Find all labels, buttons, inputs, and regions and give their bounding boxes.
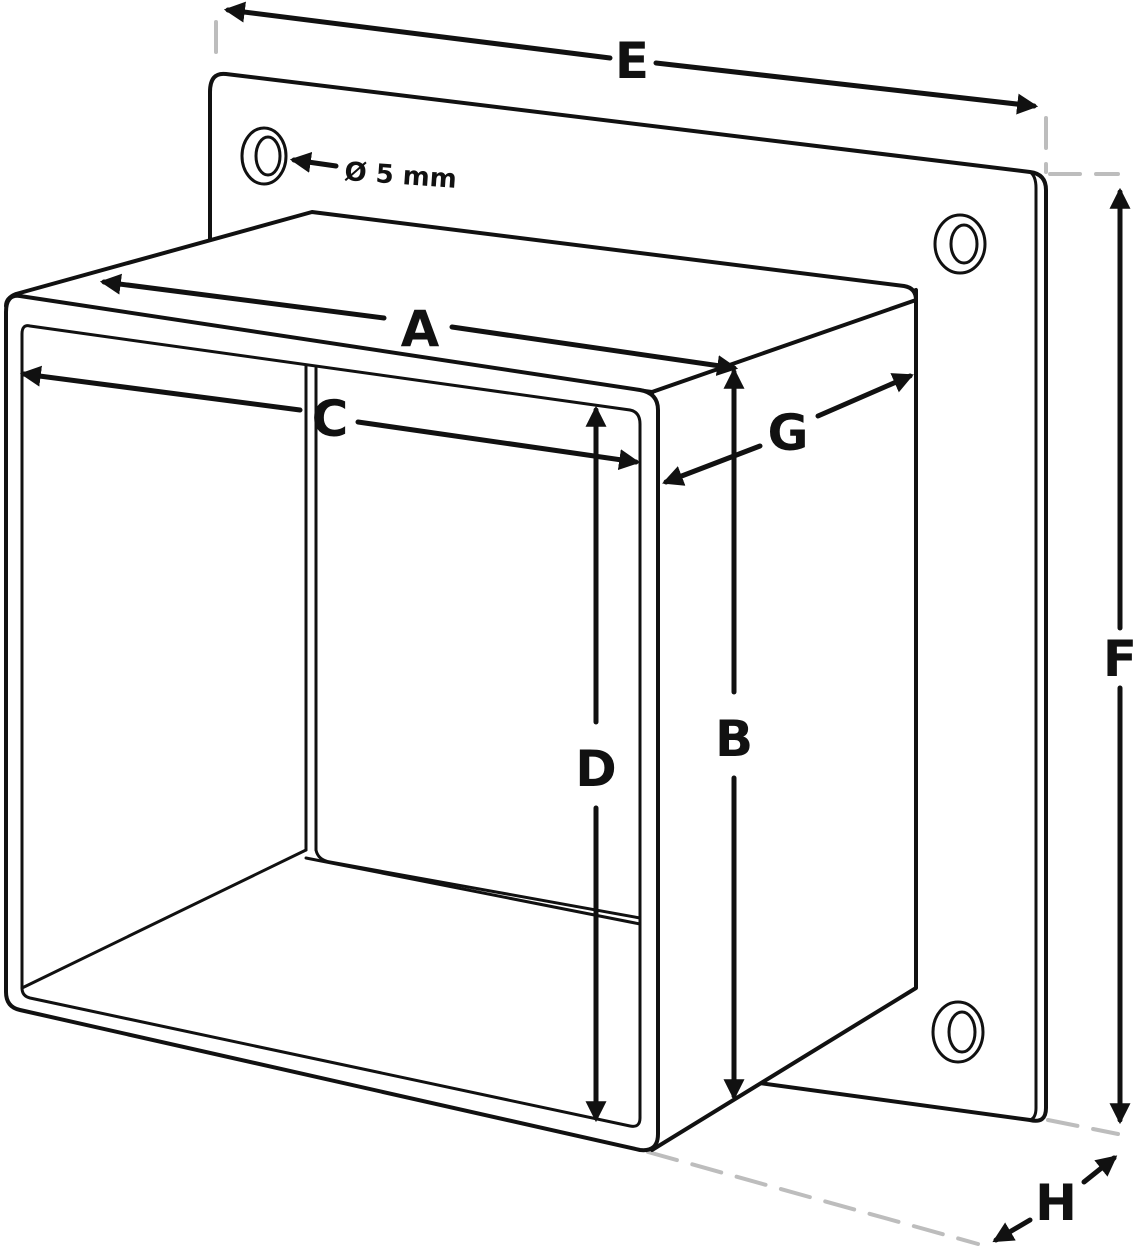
- mounting-hole-top-right: [933, 213, 987, 275]
- dimension-label-a: A: [401, 300, 440, 358]
- dimension-arrow-h-left: [992, 1217, 1033, 1243]
- dimension-label-c: C: [312, 390, 349, 448]
- dimension-arrow-g-left: [662, 443, 763, 486]
- dimension-label-f: F: [1103, 630, 1136, 688]
- tube-front-rim: [4, 293, 660, 1153]
- hole-callout-arrow: [289, 151, 339, 173]
- extension-line-h-bottom: [646, 1150, 980, 1246]
- plate-edge: [1028, 170, 1038, 1122]
- inner-floor-edge-left: [20, 848, 308, 990]
- dimension-arrows: [19, 1, 1131, 1243]
- tube-opening: [20, 324, 642, 1128]
- dimension-arrow-a-right: [449, 324, 739, 376]
- extension-line-f-bottom: [1046, 1118, 1120, 1136]
- dimension-arrow-a-left: [99, 273, 387, 321]
- dimension-label-b: B: [715, 710, 753, 768]
- mounting-hole-top-left: [240, 126, 288, 186]
- mounting-hole-bottom-right: [931, 1000, 985, 1064]
- dimension-arrow-h-right: [1081, 1155, 1118, 1185]
- dimension-label-d: D: [575, 740, 617, 798]
- dimension-label-h: H: [1035, 1174, 1077, 1232]
- dimension-label-e: E: [615, 32, 649, 90]
- dimension-label-g: G: [767, 404, 808, 462]
- dimension-labels: E F A C D B G H Ø 5 mm: [312, 32, 1136, 1232]
- square-tube: [4, 210, 918, 1153]
- dimension-arrow-c-right: [355, 419, 641, 471]
- extension-lines: [214, 20, 1120, 1246]
- inner-floor-edge-back-shadow: [304, 856, 642, 926]
- dimension-arrow-e-right: [653, 60, 1039, 115]
- dimension-arrow-e-left: [223, 1, 613, 61]
- dimension-arrow-c-left: [19, 365, 303, 413]
- dimension-arrow-g-right: [815, 373, 914, 419]
